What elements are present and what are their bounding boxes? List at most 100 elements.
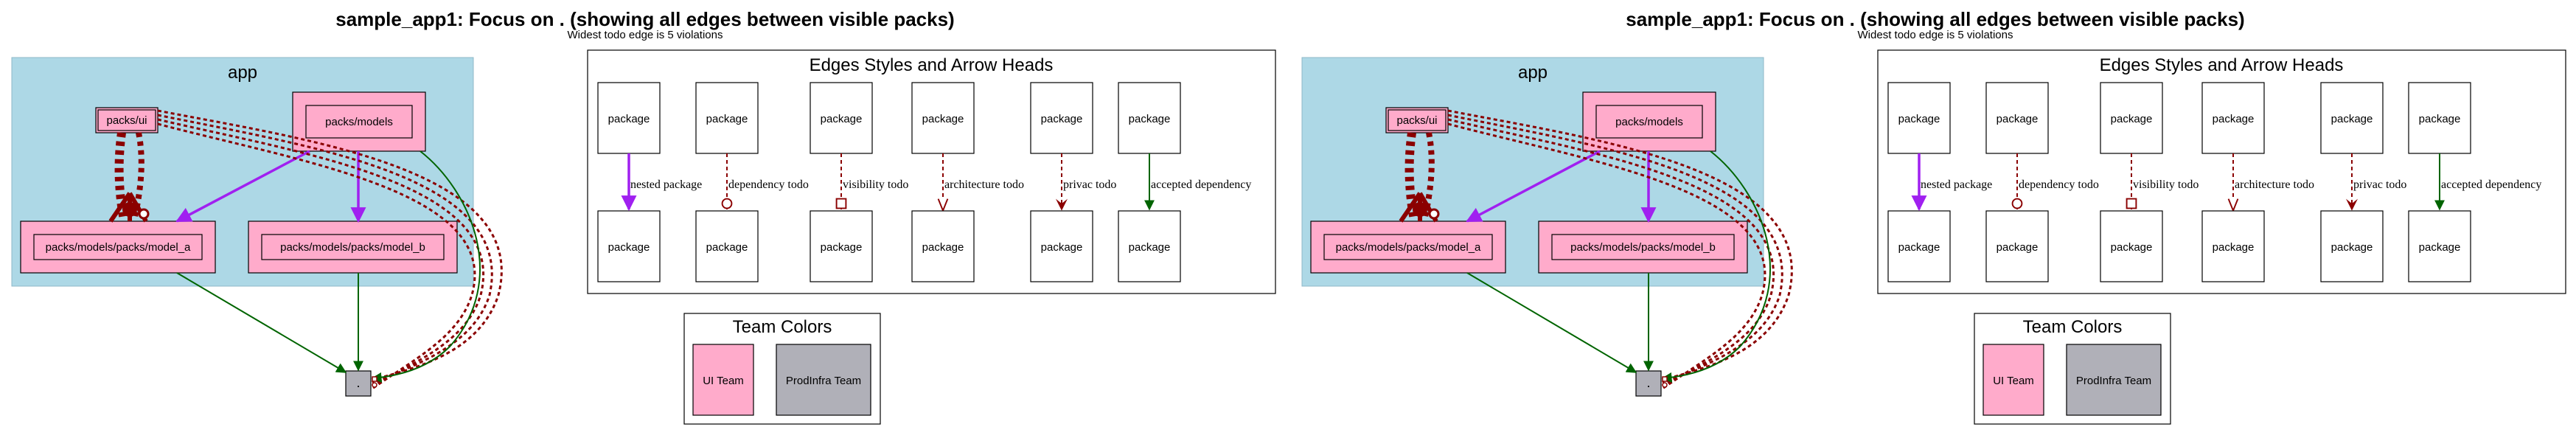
legend-edge-label: architecture todo xyxy=(2235,178,2314,191)
legend-top-package-label: package xyxy=(1129,113,1171,125)
node-model-a: packs/models/packs/model_a xyxy=(20,220,216,274)
edge-models-to-focus xyxy=(371,150,481,383)
legend-bottom-package xyxy=(2320,210,2384,282)
legend-bottom-package-label: package xyxy=(1898,241,1940,254)
legend-top-package-label: package xyxy=(1997,113,2039,125)
legend-bottom-package-label: package xyxy=(2213,241,2255,254)
legend-top-package-label: package xyxy=(706,113,748,125)
node-packs-ui-label: packs/ui xyxy=(106,114,147,127)
edge-models-to-model-a xyxy=(175,150,310,223)
team-colors-title: Team Colors xyxy=(733,317,832,337)
node-model-b-inner xyxy=(1551,234,1735,260)
legend-edge-label: nested package xyxy=(630,178,702,191)
node-packs-ui-inner xyxy=(97,109,156,131)
focus-edge-end-circle xyxy=(372,382,377,388)
node-packs-ui-outer xyxy=(95,107,159,133)
app-cluster-label: app xyxy=(1518,63,1548,83)
team-colors-title: Team Colors xyxy=(2023,317,2123,337)
diagram-title: sample_app1: Focus on . (showing all edg… xyxy=(1626,8,2244,30)
team-swatch-2: ProdInfra Team xyxy=(776,344,871,416)
node-model-a-label: packs/models/packs/model_a xyxy=(1336,241,1481,254)
node-model-b-inner xyxy=(261,234,445,260)
legend-title: Edges Styles and Arrow Heads xyxy=(2100,55,2344,75)
legend-bottom-package xyxy=(597,210,661,282)
legend-edge-label: visibility todo xyxy=(843,178,908,191)
team-swatch-2: ProdInfra Team xyxy=(2066,344,2162,416)
edge-ui-to-focus-4 xyxy=(157,122,476,390)
legend-edge-label: privac todo xyxy=(1063,178,1116,191)
node-packs-ui-inner xyxy=(1388,109,1447,131)
legend-bottom-package xyxy=(1030,210,1093,282)
legend-edge-label: accepted dependency xyxy=(2441,178,2541,191)
graph-copy-right: sample_app1: Focus on . (showing all edg… xyxy=(1301,8,2566,425)
node-packs-models-outer xyxy=(1582,91,1716,152)
legend-edge-label: visibility todo xyxy=(2133,178,2199,191)
legend-top-package-label: package xyxy=(2331,113,2373,125)
app-cluster-label: app xyxy=(228,63,257,83)
legend-bottom-package xyxy=(2201,210,2265,282)
node-packs-models: packs/models xyxy=(292,91,426,152)
team-swatch-box xyxy=(776,344,871,416)
legend-top-package xyxy=(810,82,873,154)
focus-edge-end-box xyxy=(372,376,377,382)
node-packs-models-label: packs/models xyxy=(1615,116,1683,128)
legend-title: Edges Styles and Arrow Heads xyxy=(810,55,1054,75)
legend-bottom-package xyxy=(911,210,975,282)
node-packs-ui: packs/ui xyxy=(95,107,159,133)
legend-top-package-label: package xyxy=(922,113,964,125)
legend-bottom-package xyxy=(1118,210,1181,282)
legend-bottom-package xyxy=(1985,210,2049,282)
focus-node xyxy=(345,370,372,397)
node-model-a-outer xyxy=(20,220,216,274)
legend-top-package-label: package xyxy=(2213,113,2255,125)
diagram-title: sample_app1: Focus on . (showing all edg… xyxy=(335,8,954,30)
legend-bottom-package xyxy=(1887,210,1951,282)
legend-bottom-package xyxy=(2408,210,2471,282)
focus-edge-end-box xyxy=(1662,376,1668,382)
legend-top-package xyxy=(2100,82,2163,154)
node-packs-models-inner xyxy=(305,105,413,139)
node-model-a-inner xyxy=(33,234,203,260)
team-swatch-box xyxy=(1983,344,2044,416)
legend-top-package xyxy=(2201,82,2265,154)
edge-ui-to-focus-2 xyxy=(157,114,493,384)
edge-ui-to-focus-4 xyxy=(1447,122,1766,390)
node-model-a-label: packs/models/packs/model_a xyxy=(46,241,191,254)
legend-top-package-label: package xyxy=(821,113,863,125)
node-packs-models-label: packs/models xyxy=(325,116,393,128)
node-model-b-outer xyxy=(1538,220,1748,274)
legend-edge-4: package package architecture todo xyxy=(2201,82,2314,282)
edge-model-a-to-focus xyxy=(1466,272,1637,373)
team-swatch-label: ProdInfra Team xyxy=(2076,375,2151,387)
legend-bottom-package-label: package xyxy=(821,241,863,254)
node-model-a: packs/models/packs/model_a xyxy=(1310,220,1506,274)
node-model-a-inner xyxy=(1323,234,1493,260)
team-swatch-1: UI Team xyxy=(692,344,754,416)
team-swatch-label: ProdInfra Team xyxy=(786,375,861,387)
edge-ui-to-focus-2 xyxy=(1447,114,1783,384)
node-model-b-label: packs/models/packs/model_b xyxy=(280,241,425,254)
edge-ui-to-focus-3 xyxy=(157,118,484,387)
legend-top-package xyxy=(1887,82,1951,154)
legend-top-package-label: package xyxy=(1898,113,1940,125)
legend-edge-label: privac todo xyxy=(2353,178,2406,191)
edge-models-to-focus xyxy=(1661,150,1771,383)
node-packs-models-inner xyxy=(1595,105,1703,139)
focus-node-label: . xyxy=(1646,375,1650,390)
team-swatch-box xyxy=(2066,344,2162,416)
legend-bottom-package xyxy=(810,210,873,282)
edge-ui-to-model-a-knot xyxy=(122,202,137,217)
edge-ui-to-model-a-circle xyxy=(1428,208,1440,220)
team-swatch-label: UI Team xyxy=(1993,375,2034,387)
legend-bottom-package-label: package xyxy=(922,241,964,254)
diagram-subtitle: Widest todo edge is 5 violations xyxy=(1858,29,2013,41)
edge-model-a-to-focus xyxy=(176,272,347,373)
node-model-b: packs/models/packs/model_b xyxy=(248,220,458,274)
